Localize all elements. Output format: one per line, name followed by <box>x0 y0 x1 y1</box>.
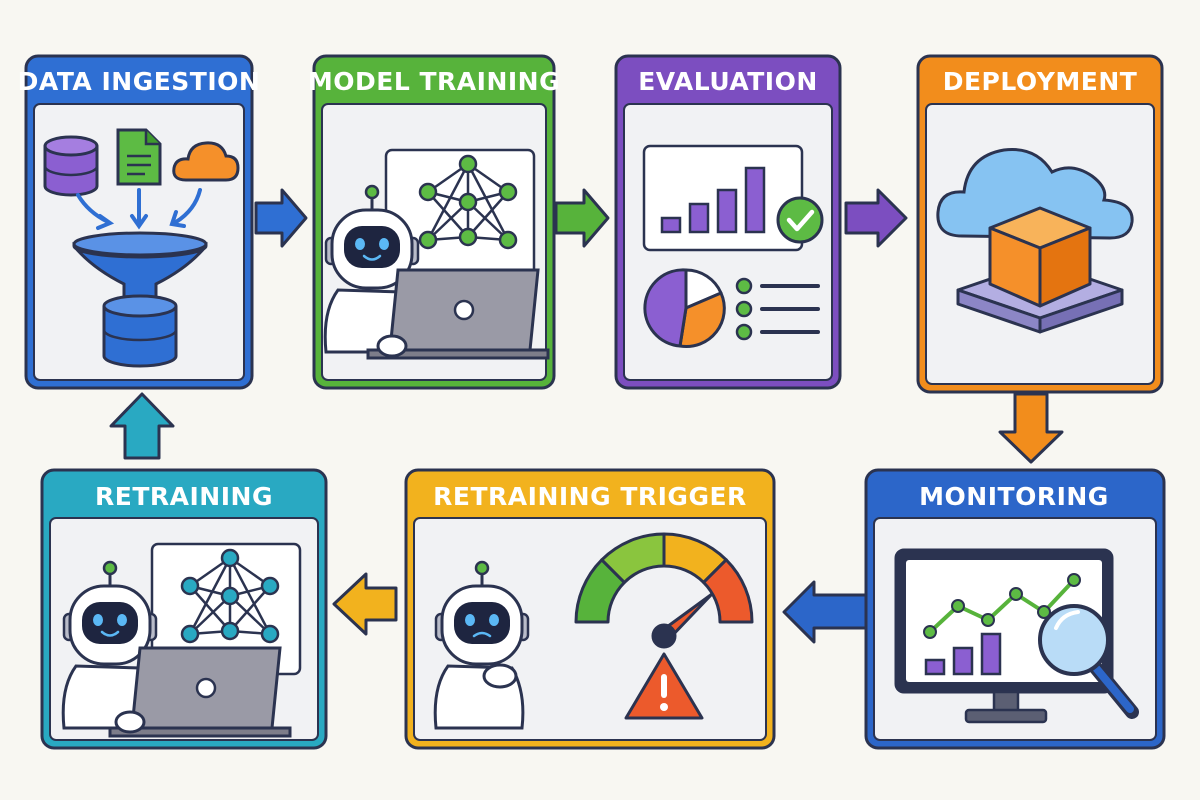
neural-network-icon <box>180 548 280 644</box>
arrow-deployment-to-monitoring <box>998 392 1064 464</box>
stage-title-trigger: RETRAINING TRIGGER <box>433 482 747 511</box>
stage-title-evaluation: EVALUATION <box>638 67 818 96</box>
robot-icon <box>433 560 530 730</box>
pie-chart-icon <box>643 268 726 349</box>
cube-icon <box>988 206 1092 308</box>
stage-card-trigger: RETRAINING TRIGGER <box>404 468 776 750</box>
stage-card-retraining: RETRAINING <box>40 468 328 750</box>
stage-card-ingestion: DATA INGESTION <box>18 54 261 390</box>
arrow-ingestion-to-training <box>254 188 308 248</box>
input-arrows <box>76 188 202 230</box>
stage-title-retraining: RETRAINING <box>95 482 273 511</box>
bar-chart-icon <box>924 632 1002 676</box>
check-icon <box>776 196 824 244</box>
gauge-icon <box>574 532 754 649</box>
bar-chart-icon <box>660 166 766 234</box>
stage-title-ingestion: DATA INGESTION <box>18 67 261 96</box>
arrow-retraining-to-ingestion <box>109 392 175 460</box>
arrow-evaluation-to-deployment <box>844 188 908 248</box>
line-chart-icon <box>923 573 1081 639</box>
stage-title-deployment: DEPLOYMENT <box>943 67 1138 96</box>
magnifier-icon <box>1038 604 1139 719</box>
cloud-icon <box>172 141 240 182</box>
stage-title-monitoring: MONITORING <box>919 482 1109 511</box>
cloud-icon <box>936 147 1134 240</box>
robot-icon <box>61 560 158 730</box>
robot-icon <box>323 184 420 354</box>
arrow-monitoring-to-trigger <box>782 580 872 644</box>
checklist-icon <box>735 277 820 341</box>
stage-card-deployment: DEPLOYMENT <box>916 54 1164 394</box>
stage-card-evaluation: EVALUATION <box>614 54 842 390</box>
document-icon <box>116 128 162 186</box>
funnel-icon <box>72 231 208 302</box>
stage-card-monitoring: MONITORING <box>864 468 1166 750</box>
arrow-training-to-evaluation <box>554 188 610 248</box>
arrow-trigger-to-retraining <box>332 572 398 636</box>
stage-title-training: MODEL TRAINING <box>308 67 560 96</box>
flow-arrows <box>109 188 1064 644</box>
database-icon <box>43 135 99 197</box>
neural-network-icon <box>418 154 518 250</box>
stage-card-training: MODEL TRAINING <box>308 54 560 390</box>
storage-icon <box>102 294 178 368</box>
warning-icon <box>624 652 704 720</box>
